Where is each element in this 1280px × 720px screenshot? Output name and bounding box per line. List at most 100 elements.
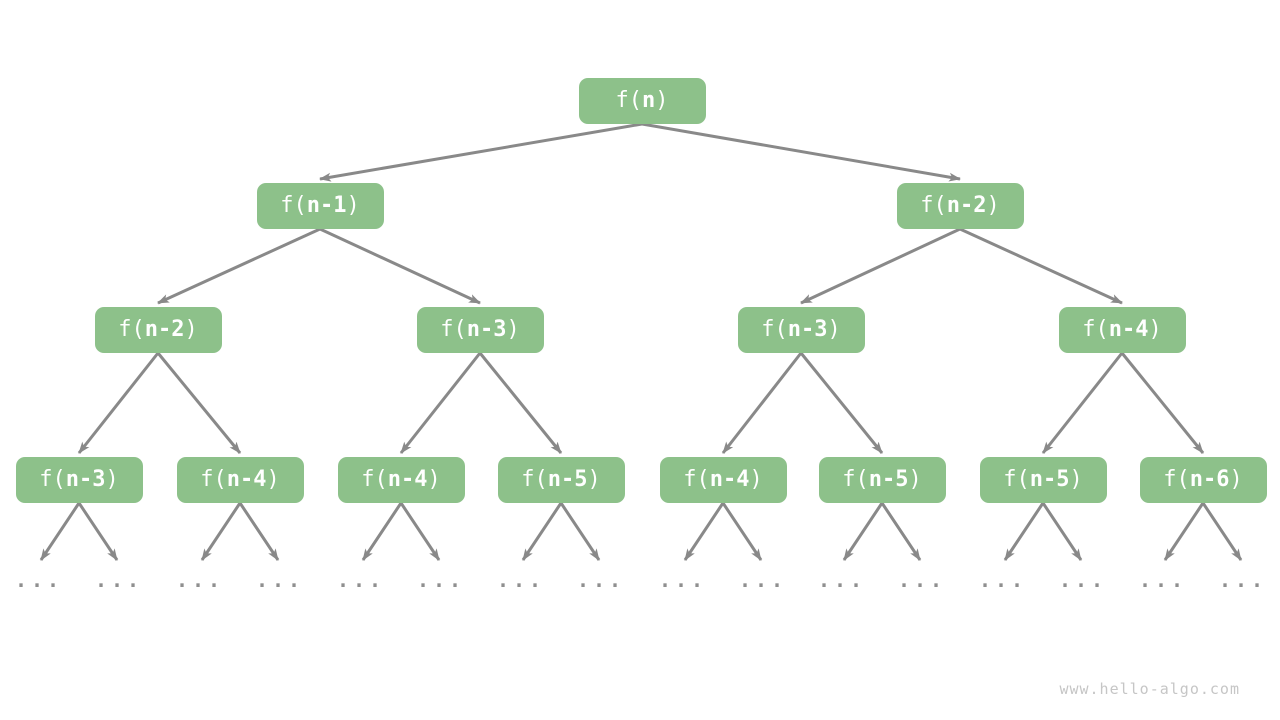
tree-edge-arrow: [683, 502, 725, 561]
node-label-prefix: f(: [1003, 467, 1030, 492]
node-label-arg: n-4: [709, 467, 750, 492]
tree-edge-arrow: [1201, 502, 1243, 561]
tree-edge-arrow: [521, 502, 563, 561]
node-label-suffix: ): [1069, 467, 1083, 492]
tree-edge-arrow: [39, 502, 81, 561]
ellipsis-leaf: ...: [1058, 568, 1108, 592]
node-label-prefix: f(: [200, 467, 227, 492]
ellipsis-leaf: ...: [817, 568, 867, 592]
node-label-suffix: ): [827, 317, 841, 342]
ellipsis-leaf: ...: [14, 568, 64, 592]
tree-edge-arrow: [1041, 352, 1124, 454]
tree-edge-arrow: [157, 227, 321, 305]
node-label-arg: n-5: [868, 467, 909, 492]
node-label-prefix: f(: [280, 193, 307, 218]
tree-edge-arrow: [77, 502, 119, 561]
tree-node-f-n-1: f(n-1): [256, 183, 384, 229]
node-label-arg: n-3: [787, 317, 828, 342]
node-label-prefix: f(: [361, 467, 388, 492]
node-label-prefix: f(: [920, 193, 947, 218]
node-label-arg: n-1: [306, 193, 347, 218]
node-label-arg: n-3: [65, 467, 106, 492]
ellipsis-leaf: ...: [1138, 568, 1188, 592]
node-label-suffix: ): [986, 193, 1000, 218]
tree-edge-arrow: [842, 502, 884, 561]
node-label-suffix: ): [587, 467, 601, 492]
ellipsis-leaf: ...: [978, 568, 1028, 592]
tree-edge-arrow: [721, 352, 803, 454]
ellipsis-leaf: ...: [416, 568, 466, 592]
node-label-suffix: ): [908, 467, 922, 492]
node-label-arg: n-2: [946, 193, 987, 218]
tree-node-f-n-3: f(n-3): [15, 457, 143, 503]
node-label-arg: n-5: [1029, 467, 1070, 492]
tree-edge-arrow: [959, 227, 1123, 305]
tree-edge-arrow: [1163, 502, 1205, 561]
ellipsis-leaf: ...: [496, 568, 546, 592]
tree-node-f-n-5: f(n-5): [818, 457, 946, 503]
tree-node-f-n-3: f(n-3): [416, 307, 544, 353]
tree-edge-arrow: [319, 227, 481, 305]
ellipsis-leaf: ...: [336, 568, 386, 592]
tree-node-f-n-4: f(n-4): [1058, 307, 1186, 353]
tree-node-f-n-3: f(n-3): [737, 307, 865, 353]
tree-node-f-n-4: f(n-4): [659, 457, 787, 503]
node-label-arg: n-4: [1108, 317, 1149, 342]
node-label-arg: n-5: [547, 467, 588, 492]
ellipsis-leaf: ...: [1218, 568, 1268, 592]
ellipsis-leaf: ...: [576, 568, 626, 592]
tree-node-f-n-5: f(n-5): [497, 457, 625, 503]
tree-node-f-n-2: f(n-2): [94, 307, 222, 353]
node-label-prefix: f(: [842, 467, 869, 492]
node-label-suffix: ): [749, 467, 763, 492]
node-label-suffix: ): [266, 467, 280, 492]
tree-edge-arrow: [77, 352, 160, 454]
ellipsis-leaf: ...: [897, 568, 947, 592]
node-label-prefix: f(: [615, 88, 643, 113]
tree-node-f-n-4: f(n-4): [176, 457, 304, 503]
node-label-arg: n-4: [226, 467, 267, 492]
node-label-suffix: ): [184, 317, 198, 342]
node-label-prefix: f(: [1082, 317, 1109, 342]
tree-edge-arrow: [1120, 352, 1205, 454]
node-label-suffix: ): [1148, 317, 1162, 342]
tree-edge-arrow: [800, 227, 961, 305]
tree-edge-arrow: [1003, 502, 1045, 561]
tree-edge-arrow: [238, 502, 280, 561]
ellipsis-leaf: ...: [738, 568, 788, 592]
tree-node-f-n-5: f(n-5): [979, 457, 1107, 503]
node-label-suffix: ): [427, 467, 441, 492]
ellipsis-leaf: ...: [255, 568, 305, 592]
node-label-prefix: f(: [761, 317, 788, 342]
node-label-arg: n: [642, 88, 656, 113]
tree-node-f-n: f(n): [578, 78, 706, 124]
node-label-suffix: ): [105, 467, 119, 492]
node-label-arg: n-4: [387, 467, 428, 492]
tree-edge-arrow: [721, 502, 763, 561]
tree-edge-arrow: [399, 502, 441, 561]
node-label-prefix: f(: [39, 467, 66, 492]
node-label-suffix: ): [346, 193, 360, 218]
node-label-suffix: ): [1229, 467, 1243, 492]
tree-node-f-n-6: f(n-6): [1139, 457, 1267, 503]
tree-edge-arrow: [880, 502, 922, 561]
tree-edge-arrow: [361, 502, 403, 561]
node-label-suffix: ): [655, 88, 669, 113]
tree-edge-arrow: [799, 352, 884, 454]
tree-edge-arrow: [200, 502, 242, 561]
node-label-arg: n-6: [1189, 467, 1230, 492]
tree-edge-arrow: [319, 122, 643, 182]
node-label-suffix: ): [506, 317, 520, 342]
edge-lines: [39, 122, 1243, 561]
node-label-prefix: f(: [440, 317, 467, 342]
tree-node-f-n-2: f(n-2): [896, 183, 1024, 229]
node-label-arg: n-2: [144, 317, 185, 342]
ellipsis-leaf: ...: [94, 568, 144, 592]
tree-edge-arrow: [641, 122, 961, 182]
tree-edge-arrow: [156, 352, 242, 454]
tree-edge-arrow: [399, 352, 482, 454]
node-label-prefix: f(: [521, 467, 548, 492]
node-label-prefix: f(: [683, 467, 710, 492]
